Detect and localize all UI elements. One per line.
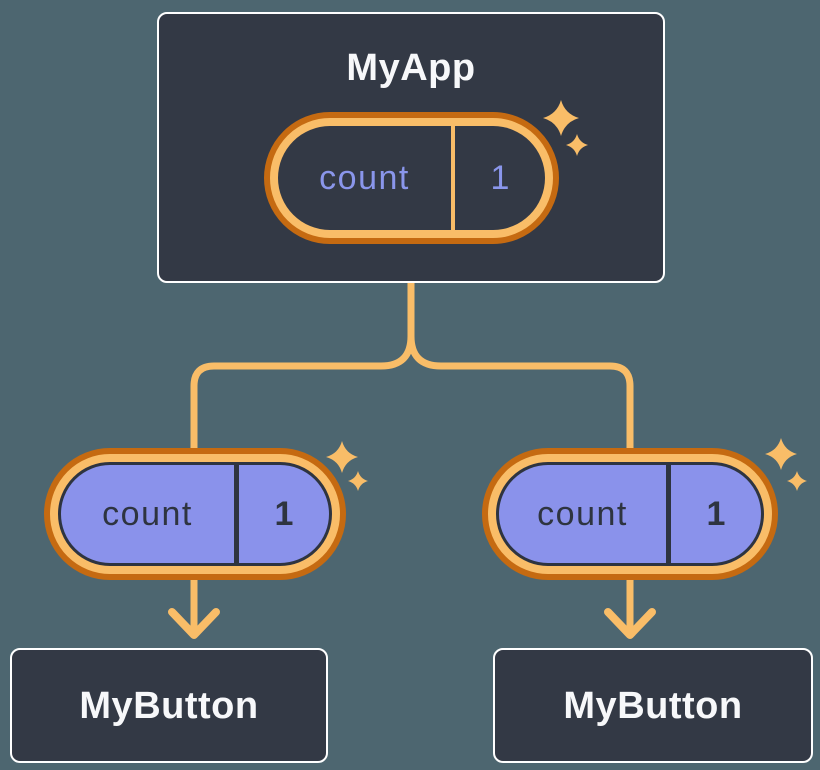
prop-pill-body: count 1 bbox=[58, 462, 332, 566]
component-title: MyApp bbox=[346, 47, 476, 89]
prop-pill-right: count 1 bbox=[482, 448, 778, 580]
connector-root-to-right-child bbox=[407, 282, 634, 460]
state-pill-body: count 1 bbox=[278, 126, 545, 230]
component-node-myapp: MyApp count 1 bbox=[157, 12, 665, 283]
prop-pill-value: 1 bbox=[274, 494, 294, 533]
component-node-mybutton-right: MyButton bbox=[493, 648, 813, 763]
arrow-down-icon bbox=[168, 572, 220, 639]
component-title: MyButton bbox=[563, 684, 743, 727]
pill-divider bbox=[666, 465, 671, 563]
state-pill-value: 1 bbox=[490, 158, 510, 197]
state-pill-label: count bbox=[319, 158, 410, 197]
prop-pill-left: count 1 bbox=[44, 448, 346, 580]
component-title: MyButton bbox=[79, 684, 259, 727]
pill-divider bbox=[234, 465, 239, 563]
arrow-down-icon bbox=[604, 572, 656, 639]
component-node-mybutton-left: MyButton bbox=[10, 648, 328, 763]
prop-pill-value: 1 bbox=[706, 494, 726, 533]
prop-pill-label: count bbox=[537, 494, 628, 533]
state-pill: count 1 bbox=[264, 112, 559, 244]
pill-divider bbox=[451, 126, 455, 230]
prop-pill-label: count bbox=[102, 494, 193, 533]
connector-root-to-left-child bbox=[190, 282, 415, 460]
prop-pill-body: count 1 bbox=[496, 462, 764, 566]
